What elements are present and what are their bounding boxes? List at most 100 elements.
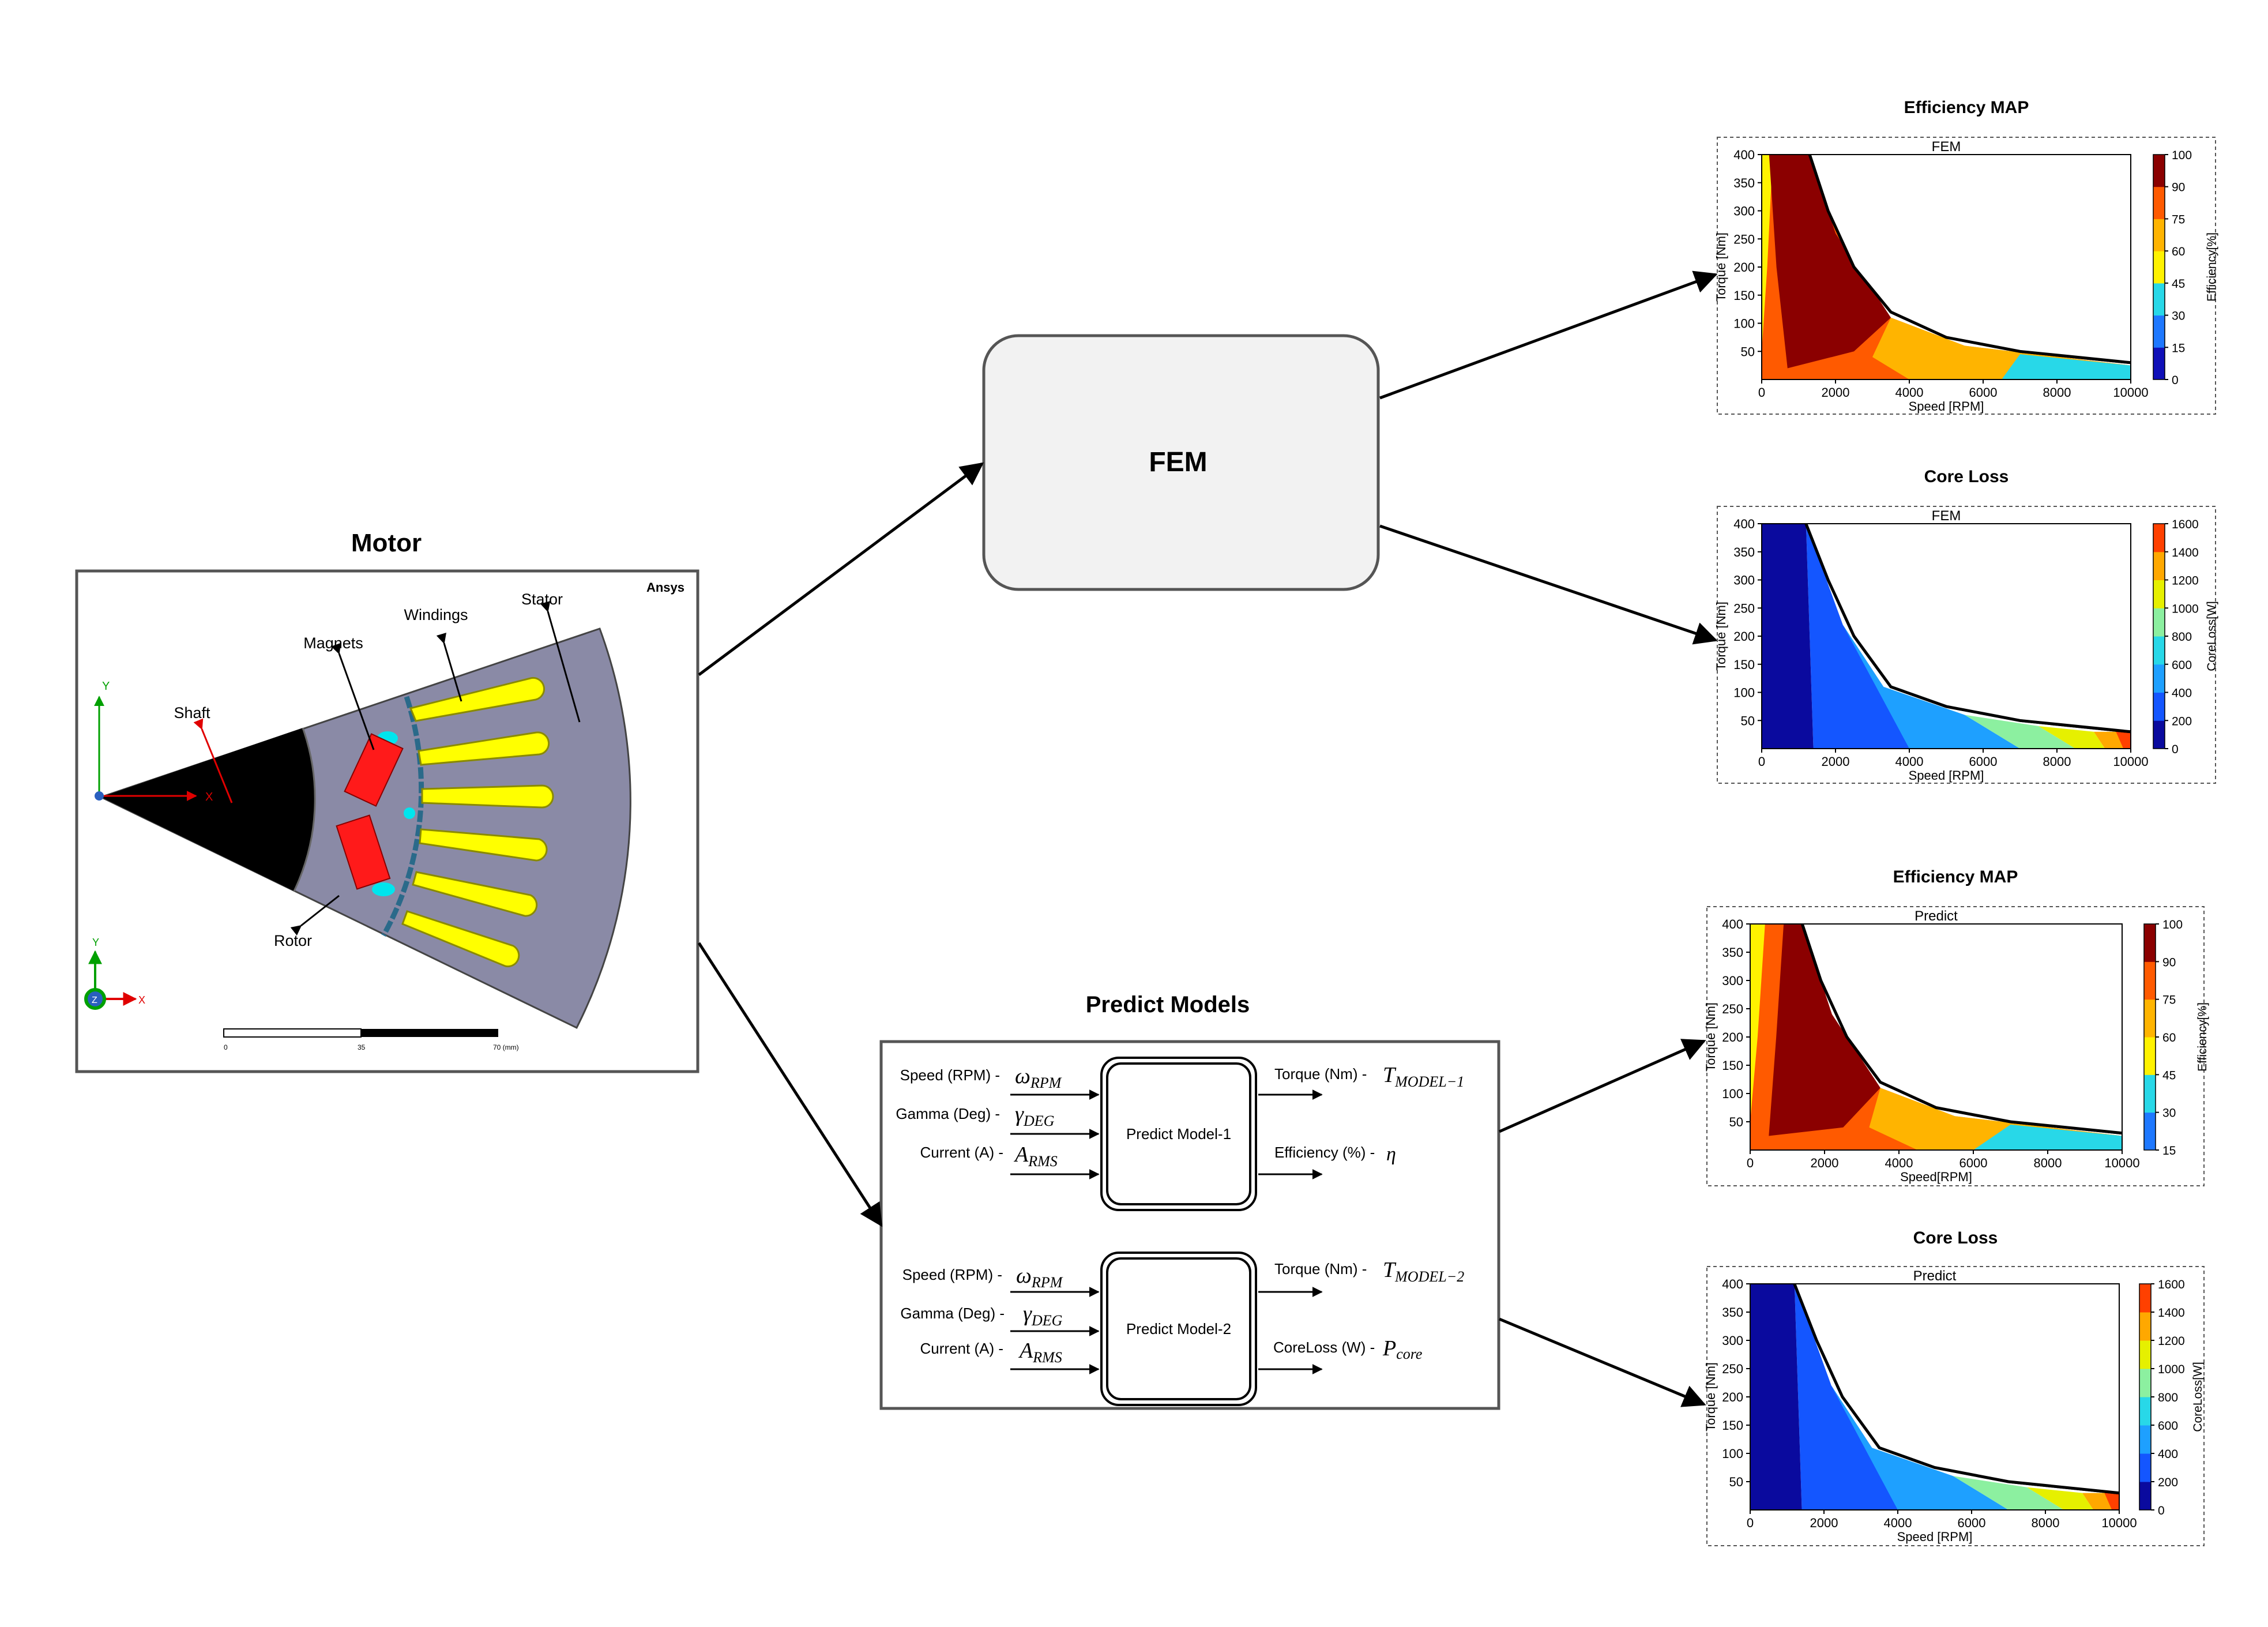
x-tick-label: 6000 (1969, 754, 1998, 769)
colorbar-band (2139, 1340, 2151, 1369)
y-tick-label: 200 (1733, 260, 1755, 275)
triad-z-label: Z (92, 995, 97, 1005)
label-shaft: Shaft (174, 704, 210, 722)
contour-region-90 (1769, 155, 1891, 369)
colorbar-label: CoreLoss[W] (2205, 601, 2218, 671)
y-tick-label: 50 (1741, 713, 1755, 728)
colorbar-tick-label: 90 (2172, 181, 2185, 194)
model2-output-coreloss-symbol: Pcore (1382, 1336, 1422, 1362)
y-tick-label: 150 (1733, 288, 1755, 303)
model1-name: Predict Model-1 (1126, 1125, 1231, 1143)
x-tick-label: 10000 (2104, 1156, 2139, 1170)
chart-section-title: Efficiency MAP (1904, 98, 2029, 117)
colorbar-tick-label: 1600 (2172, 518, 2199, 531)
colorbar-tick-label: 1400 (2172, 546, 2199, 559)
model2-output-coreloss-label: CoreLoss (W) - (1273, 1339, 1375, 1356)
arrow-predict-to-coreloss (1499, 1317, 1706, 1407)
colorbar-band (2153, 580, 2165, 608)
y-tick-label: 150 (1722, 1058, 1743, 1073)
y-tick-label: 150 (1722, 1418, 1743, 1433)
contour-regions (1762, 155, 2131, 379)
y-tick-label: 300 (1733, 204, 1755, 219)
colorbar-tick-label: 1000 (2172, 602, 2199, 615)
y-tick-label: 350 (1733, 545, 1755, 559)
magnet-pocket-mid (404, 807, 415, 819)
colorbar-band (2139, 1284, 2151, 1313)
colorbar-band (2153, 283, 2165, 316)
magnet-bottom (336, 814, 391, 890)
rotor-edge (293, 727, 316, 892)
airgap-arc (381, 696, 424, 937)
model2-input-speed-symbol: ωRPM (1016, 1264, 1063, 1291)
x-tick-label: 4000 (1895, 385, 1924, 400)
y-tick-label: 100 (1722, 1087, 1743, 1101)
chart-section-title: Efficiency MAP (1893, 867, 2018, 886)
y-axis-label: Torque [Nm] (1703, 1362, 1718, 1431)
x-tick-label: 2000 (1822, 754, 1850, 769)
colorbar-tick-label: 30 (2162, 1107, 2176, 1120)
colorbar-tick-label: 800 (2158, 1391, 2178, 1404)
y-tick-label: 250 (1733, 232, 1755, 246)
colorbar-tick-label: 60 (2162, 1031, 2176, 1044)
contour-region-0 (1762, 524, 1814, 749)
colorbar-band (2153, 219, 2165, 251)
label-magnets: Magnets (303, 634, 363, 652)
boundary-line (1808, 155, 2131, 365)
model1-output-torque-symbol: TMODEL−1 (1383, 1063, 1464, 1090)
colorbar-tick-label: 1200 (2158, 1335, 2185, 1348)
contour-region-45 (2002, 354, 2131, 379)
model1-output-efficiency-label: Efficiency (%) - (1274, 1144, 1375, 1161)
model1-output-torque-label: Torque (Nm) - (1274, 1065, 1367, 1083)
contour-region-1400 (2104, 1493, 2119, 1510)
model1-input-speed-symbol: ωRPM (1015, 1064, 1062, 1091)
y-tick-label: 200 (1733, 629, 1755, 644)
shaft-shape (101, 728, 315, 891)
x-tick-label: 10000 (2113, 754, 2148, 769)
colorbar-band (2153, 315, 2165, 348)
model2-outer-border (1100, 1252, 1257, 1406)
contour-regions (1762, 524, 2131, 749)
y-axis-label: Torque [Nm] (1703, 1002, 1718, 1072)
y-tick-label: 300 (1722, 974, 1743, 988)
arrow-predict-to-efficiency (1498, 1039, 1706, 1133)
pointer-stator (540, 600, 581, 723)
colorbar-band (2153, 608, 2165, 637)
contour-region-600 (1953, 1476, 2064, 1510)
colorbar-tick-label: 60 (2172, 245, 2185, 258)
windings-group (401, 677, 554, 968)
contour-region-400 (1842, 625, 2020, 749)
colorbar-tick-label: 30 (2172, 310, 2185, 323)
y-tick-label: 50 (1729, 1115, 1743, 1129)
arrow-motor-to-predict (697, 942, 883, 1227)
contour-region-30 (1750, 924, 1765, 1122)
y-tick-label: 100 (1733, 317, 1755, 331)
model2-input-speed-label: Speed (RPM) - (902, 1266, 1002, 1283)
colorbar-tick-label: 15 (2162, 1144, 2176, 1158)
scale-bar: 0 35 70 (mm) (223, 1028, 519, 1051)
model2-output-torque-label: Torque (Nm) - (1274, 1260, 1367, 1277)
model1-input-gamma-symbol: γDEG (1015, 1102, 1055, 1129)
contour-region-0 (1750, 1284, 1802, 1510)
colorbar-band (2153, 347, 2165, 380)
colorbar-tick-label: 15 (2172, 341, 2185, 355)
y-tick-label: 100 (1722, 1446, 1743, 1461)
colorbar-tick-label: 800 (2172, 630, 2192, 644)
magnet-pocket-bottom (372, 882, 395, 896)
x-tick-label: 4000 (1885, 1156, 1913, 1170)
contour-region-45 (1973, 1124, 2122, 1150)
x-tick-label: 6000 (1958, 1516, 1986, 1530)
colorbar-tick-label: 75 (2162, 994, 2176, 1007)
y-tick-label: 400 (1722, 917, 1743, 931)
scale-tick-35: 35 (358, 1043, 366, 1051)
x-tick-label: 0 (1758, 754, 1765, 769)
model2-input-current-symbol: ARMS (1018, 1339, 1062, 1366)
x-tick-label: 2000 (1811, 1156, 1839, 1170)
contour-regions (1750, 1284, 2119, 1510)
x-tick-label: 6000 (1959, 1156, 1988, 1170)
colorbar-tick-label: 200 (2158, 1476, 2178, 1489)
infeasible-region (1750, 1284, 2119, 1493)
predict-models-frame (879, 1040, 1500, 1410)
origin-dot (95, 791, 104, 801)
